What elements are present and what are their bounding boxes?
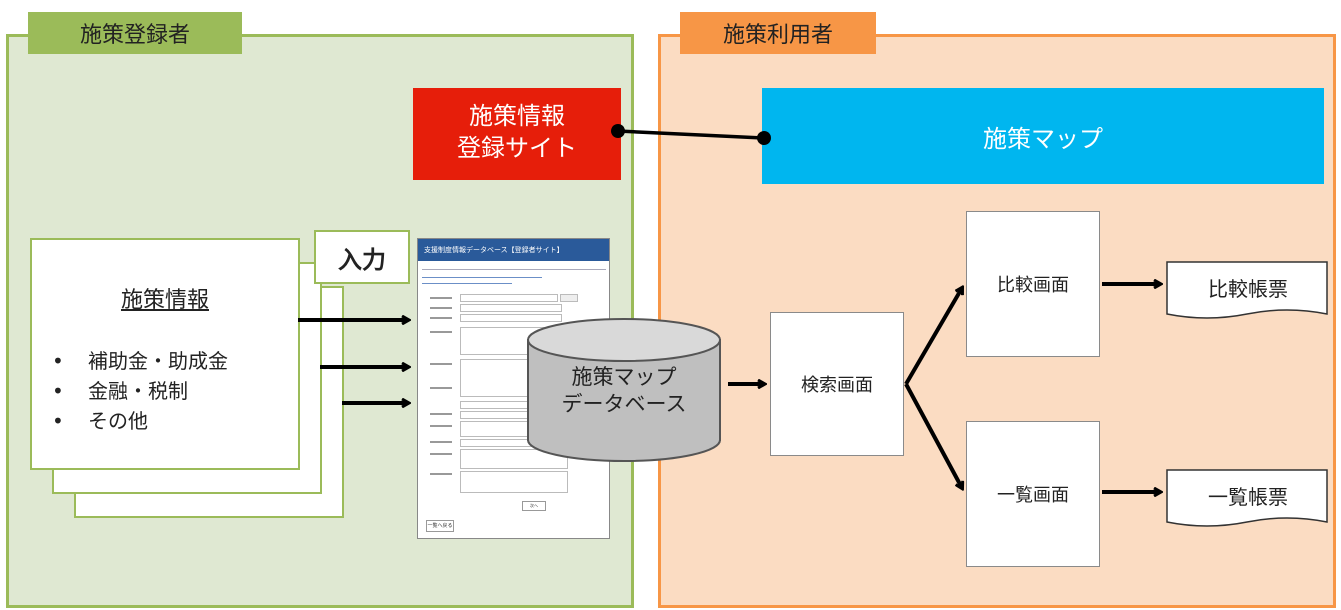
database-cylinder-icon — [527, 318, 721, 462]
form-next-button: 次へ — [522, 501, 546, 511]
list-report-label: 一覧帳票 — [1208, 484, 1288, 509]
search-to-compare-arrow — [904, 288, 962, 386]
form-field — [460, 314, 562, 322]
form-label — [430, 413, 452, 415]
list-item: その他 — [52, 406, 228, 436]
policy-info-title: 施策情報 — [120, 288, 209, 313]
form-textarea — [460, 471, 568, 493]
user-panel-title: 施策利用者 — [680, 12, 876, 54]
form-field-button — [560, 294, 578, 302]
input-label: 入力 — [314, 230, 410, 284]
link-endpoint-icon — [757, 131, 771, 145]
form-label — [430, 317, 452, 319]
list-screen-box: 一覧画面 — [966, 421, 1100, 567]
list-report-document-icon — [1166, 469, 1328, 527]
form-field — [460, 304, 562, 312]
list-screen-label: 一覧画面 — [997, 485, 1069, 506]
form-label — [430, 307, 452, 309]
registration-site-line1: 施策情報 — [469, 102, 565, 130]
list-item: 補助金・助成金 — [52, 346, 228, 376]
form-label — [430, 297, 452, 299]
form-textarea — [460, 449, 568, 469]
search-screen-box: 検索画面 — [770, 312, 904, 456]
form-breadcrumb — [422, 277, 542, 278]
form-header: 支援制度情報データベース【登録者サイト】 — [418, 239, 609, 261]
form-back-button: 一覧へ戻る — [426, 520, 454, 532]
list-item: 金融・税制 — [52, 376, 228, 406]
policy-info-document: 施策情報 補助金・助成金 金融・税制 その他 — [30, 238, 300, 470]
compare-screen-box: 比較画面 — [966, 211, 1100, 357]
registration-form-screenshot: 支援制度情報データベース【登録者サイト】 次へ 一覧へ戻る — [417, 238, 610, 539]
search-screen-label: 検索画面 — [801, 375, 873, 396]
link-endpoint-icon — [611, 124, 625, 138]
policy-map-box: 施策マップ — [762, 88, 1324, 184]
site-map-link — [617, 129, 765, 140]
database-label: 施策マップ データベース — [520, 364, 728, 418]
compare-screen-label: 比較画面 — [997, 275, 1069, 296]
form-label — [430, 363, 452, 365]
policy-map-label: 施策マップ — [983, 124, 1103, 153]
policy-info-list: 補助金・助成金 金融・税制 その他 — [52, 346, 228, 436]
form-label — [430, 453, 452, 455]
form-label — [430, 387, 452, 389]
form-label — [430, 441, 452, 443]
form-label — [430, 473, 452, 475]
database-label-line2: データベース — [561, 392, 687, 416]
form-divider — [422, 269, 606, 270]
registrant-panel-title: 施策登録者 — [28, 12, 242, 54]
registration-site-box: 施策情報 登録サイト — [413, 88, 621, 180]
registration-site-line2: 登録サイト — [457, 134, 577, 162]
form-breadcrumb — [422, 283, 512, 284]
form-label — [430, 331, 452, 333]
compare-report-label: 比較帳票 — [1208, 276, 1288, 301]
search-to-list-arrow — [904, 383, 962, 488]
compare-report-document-icon — [1166, 261, 1328, 319]
form-field — [460, 294, 558, 302]
form-label — [430, 425, 452, 427]
database-label-line1: 施策マップ — [571, 365, 677, 389]
